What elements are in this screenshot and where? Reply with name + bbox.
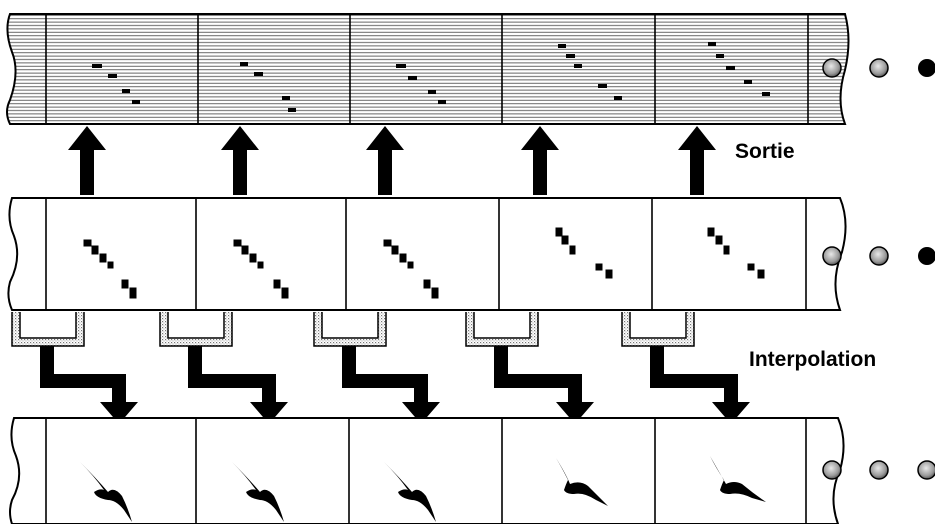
bottom-filmstrip [9, 417, 845, 524]
interpolation-arrows [40, 346, 750, 424]
top-filmstrip [6, 13, 850, 125]
bird-silhouette-icon [80, 456, 766, 522]
bracket-connectors [11, 312, 695, 347]
output-label: Sortie [735, 140, 795, 163]
sprocket-dots-top [822, 58, 935, 78]
score-frame-glyphs [83, 227, 765, 299]
output-arrows [68, 126, 716, 195]
interpolation-label: Interpolation [749, 348, 877, 371]
middle-filmstrip [7, 197, 847, 311]
sprocket-dots-middle [822, 246, 935, 266]
sprocket-dots-bottom [822, 460, 935, 480]
output-frame-glyphs [92, 42, 770, 112]
